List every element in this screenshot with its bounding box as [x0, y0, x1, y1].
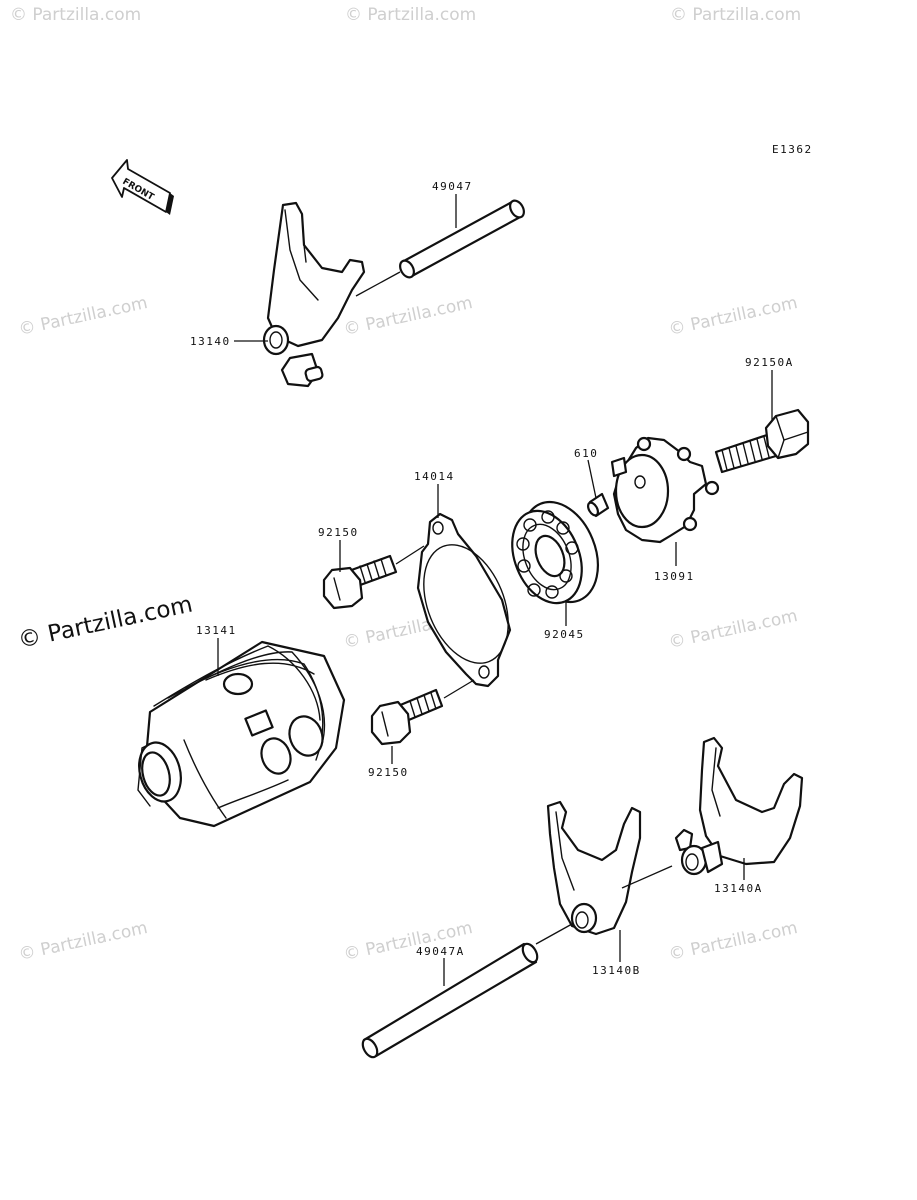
label-13141: 13141	[196, 624, 237, 637]
part-610-pin	[586, 492, 610, 518]
part-49047-shaft	[399, 199, 525, 279]
label-92150A: 92150A	[745, 356, 794, 369]
label-13140A: 13140A	[714, 882, 763, 895]
diagram-code: E1362	[772, 143, 813, 156]
callout-labels: 49047 13140 92150A 610 14014 92150 13091…	[190, 180, 794, 977]
part-49047A-shaft	[361, 923, 573, 1059]
part-92150-bolt-upper	[322, 545, 425, 610]
part-13091-shift-drum-cam	[610, 436, 720, 544]
label-13140: 13140	[190, 335, 231, 348]
watermark: © Partzilla.com	[345, 5, 476, 25]
part-13140A-shift-fork	[674, 736, 804, 876]
front-arrow-icon: FRONT	[111, 159, 174, 215]
part-13141-shift-drum	[137, 640, 346, 828]
watermark: © Partzilla.com	[17, 293, 149, 340]
label-92150-lower: 92150	[368, 766, 409, 779]
part-14014-holder-plate	[416, 512, 512, 688]
watermark: © Partzilla.com	[667, 918, 799, 965]
watermark: © Partzilla.com	[667, 293, 799, 340]
watermark: © Partzilla.com	[670, 5, 801, 25]
part-13140B-shift-fork	[546, 800, 673, 936]
part-92150-bolt-lower	[370, 679, 475, 746]
callout-leaders	[217, 194, 773, 986]
label-49047: 49047	[432, 180, 473, 193]
watermark: © Partzilla.com	[667, 606, 799, 653]
label-610: 610	[574, 447, 598, 460]
label-14014: 14014	[414, 470, 455, 483]
label-13091: 13091	[654, 570, 695, 583]
watermark: © Partzilla.com	[17, 918, 149, 965]
label-92045: 92045	[544, 628, 585, 641]
watermark: © Partzilla.com	[10, 5, 141, 25]
label-13140B: 13140B	[592, 964, 641, 977]
watermark: © Partzilla.com	[342, 293, 474, 340]
part-92045-bearing	[511, 500, 599, 605]
part-13140-shift-fork	[262, 201, 401, 388]
part-92150A-bolt	[714, 408, 810, 474]
watermark-prominent: © Partzilla.com	[16, 592, 195, 654]
label-92150-upper: 92150	[318, 526, 359, 539]
label-49047A: 49047A	[416, 945, 465, 958]
